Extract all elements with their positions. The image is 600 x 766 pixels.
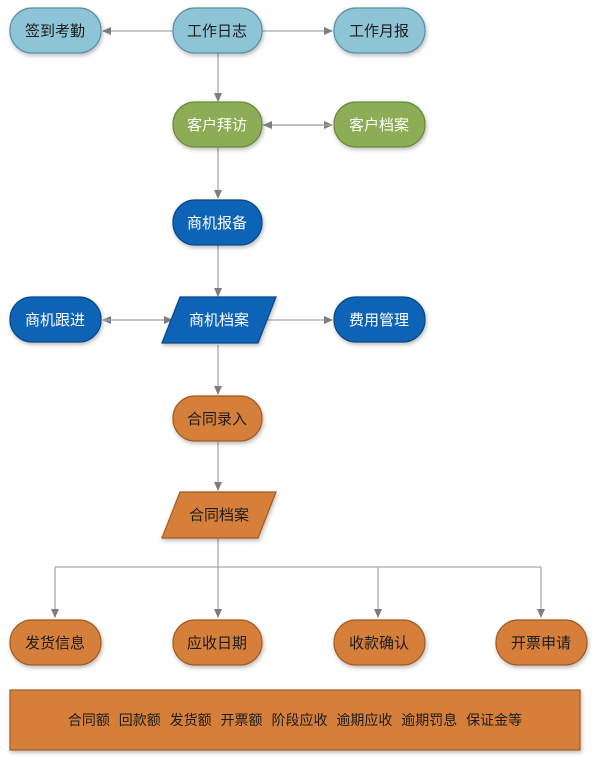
node-expense-management-label: 费用管理 <box>349 311 409 329</box>
node-receivable-date: 应收日期 <box>172 619 263 666</box>
node-contract-archive: 合同档案 <box>161 491 277 539</box>
node-invoice-request: 开票申请 <box>495 619 588 666</box>
node-sign-in-label: 签到考勤 <box>25 22 85 40</box>
node-customer-archive-label: 客户档案 <box>349 116 409 134</box>
node-delivery-info: 发货信息 <box>9 619 102 666</box>
node-contract-archive-label: 合同档案 <box>189 506 249 524</box>
node-customer-visit-label: 客户拜访 <box>187 116 247 134</box>
node-payment-confirm: 收款确认 <box>333 619 426 666</box>
node-customer-visit: 客户拜访 <box>172 101 263 148</box>
node-work-monthly-label: 工作月报 <box>349 22 409 40</box>
connectors <box>51 27 545 618</box>
footer-bar-label: 合同额 回款额 发货额 开票额 阶段应收 逾期应收 逾期罚息 保证金等 <box>68 712 522 729</box>
node-receivable-date-label: 应收日期 <box>187 634 247 652</box>
node-work-log-label: 工作日志 <box>187 22 247 40</box>
node-delivery-info-label: 发货信息 <box>25 634 85 652</box>
node-payment-confirm-label: 收款确认 <box>349 634 409 652</box>
node-opportunity-archive: 商机档案 <box>161 296 277 344</box>
node-opportunity-report-label: 商机报备 <box>187 214 247 232</box>
node-opportunity-report: 商机报备 <box>172 199 263 246</box>
node-work-log: 工作日志 <box>172 7 263 54</box>
node-contract-entry-label: 合同录入 <box>187 410 247 428</box>
footer-bar: 合同额 回款额 发货额 开票额 阶段应收 逾期应收 逾期罚息 保证金等 <box>9 689 581 751</box>
node-sign-in: 签到考勤 <box>9 7 102 54</box>
node-opportunity-followup-label: 商机跟进 <box>25 311 85 329</box>
node-expense-management: 费用管理 <box>333 296 426 343</box>
node-invoice-request-label: 开票申请 <box>511 634 571 652</box>
node-customer-archive: 客户档案 <box>333 101 426 148</box>
node-opportunity-followup: 商机跟进 <box>9 296 102 343</box>
node-opportunity-archive-label: 商机档案 <box>189 311 249 329</box>
node-work-monthly: 工作月报 <box>333 7 426 54</box>
node-contract-entry: 合同录入 <box>172 395 263 442</box>
